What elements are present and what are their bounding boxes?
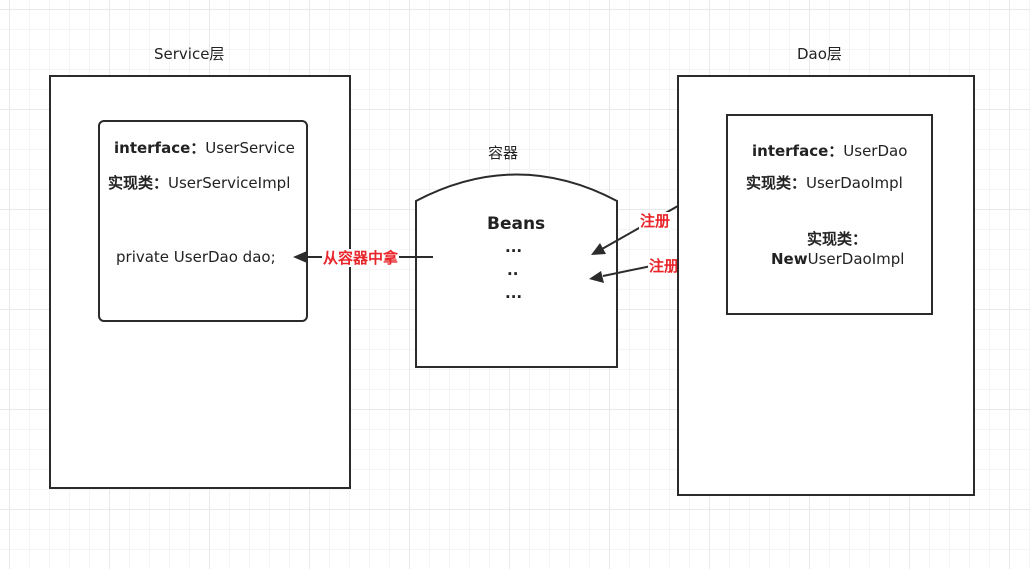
service-interface-value: UserService — [205, 139, 295, 157]
dao-impl-line: 实现类：UserDaoImpl — [746, 174, 903, 192]
dao-impl-key: 实现类： — [746, 174, 807, 192]
dao-class-box — [726, 114, 933, 315]
beans-ellipsis-1: ... — [505, 238, 523, 256]
register-arrow-1-head — [591, 243, 606, 255]
service-impl-value: UserServiceImpl — [168, 174, 291, 192]
take-arrow-head — [293, 251, 307, 263]
dao-new-keyword: New — [771, 250, 808, 268]
beans-label: Beans — [487, 214, 546, 234]
service-class-box — [98, 120, 308, 322]
beans-ellipsis-2: .. — [507, 261, 519, 279]
register-label-1: 注册 — [639, 212, 672, 230]
service-layer-title: Service层 — [154, 45, 225, 63]
dao-new-impl-key: 实现类： — [807, 230, 868, 248]
dao-impl-value: UserDaoImpl — [806, 174, 903, 192]
service-interface-line: interface：UserService — [114, 139, 295, 157]
dao-interface-key: interface： — [752, 142, 844, 160]
dao-new-impl-value: UserDaoImpl — [807, 250, 905, 268]
dao-layer-title: Dao层 — [797, 45, 842, 63]
beans-ellipsis-3: ... — [505, 284, 523, 302]
service-interface-key: interface： — [114, 139, 206, 157]
container-title: 容器 — [488, 144, 519, 162]
register-arrow-2-head — [589, 271, 604, 283]
container-shape — [415, 173, 618, 368]
dao-interface-line: interface：UserDao — [752, 142, 907, 160]
service-impl-line: 实现类：UserServiceImpl — [108, 174, 290, 192]
register-label-2: 注册 — [648, 257, 681, 275]
service-impl-key: 实现类： — [108, 174, 169, 192]
dao-new-impl-line: NewUserDaoImpl — [771, 250, 904, 268]
dao-interface-value: UserDao — [843, 142, 908, 160]
take-from-container-label: 从容器中拿 — [322, 249, 400, 267]
service-field-declaration: private UserDao dao; — [116, 248, 276, 266]
